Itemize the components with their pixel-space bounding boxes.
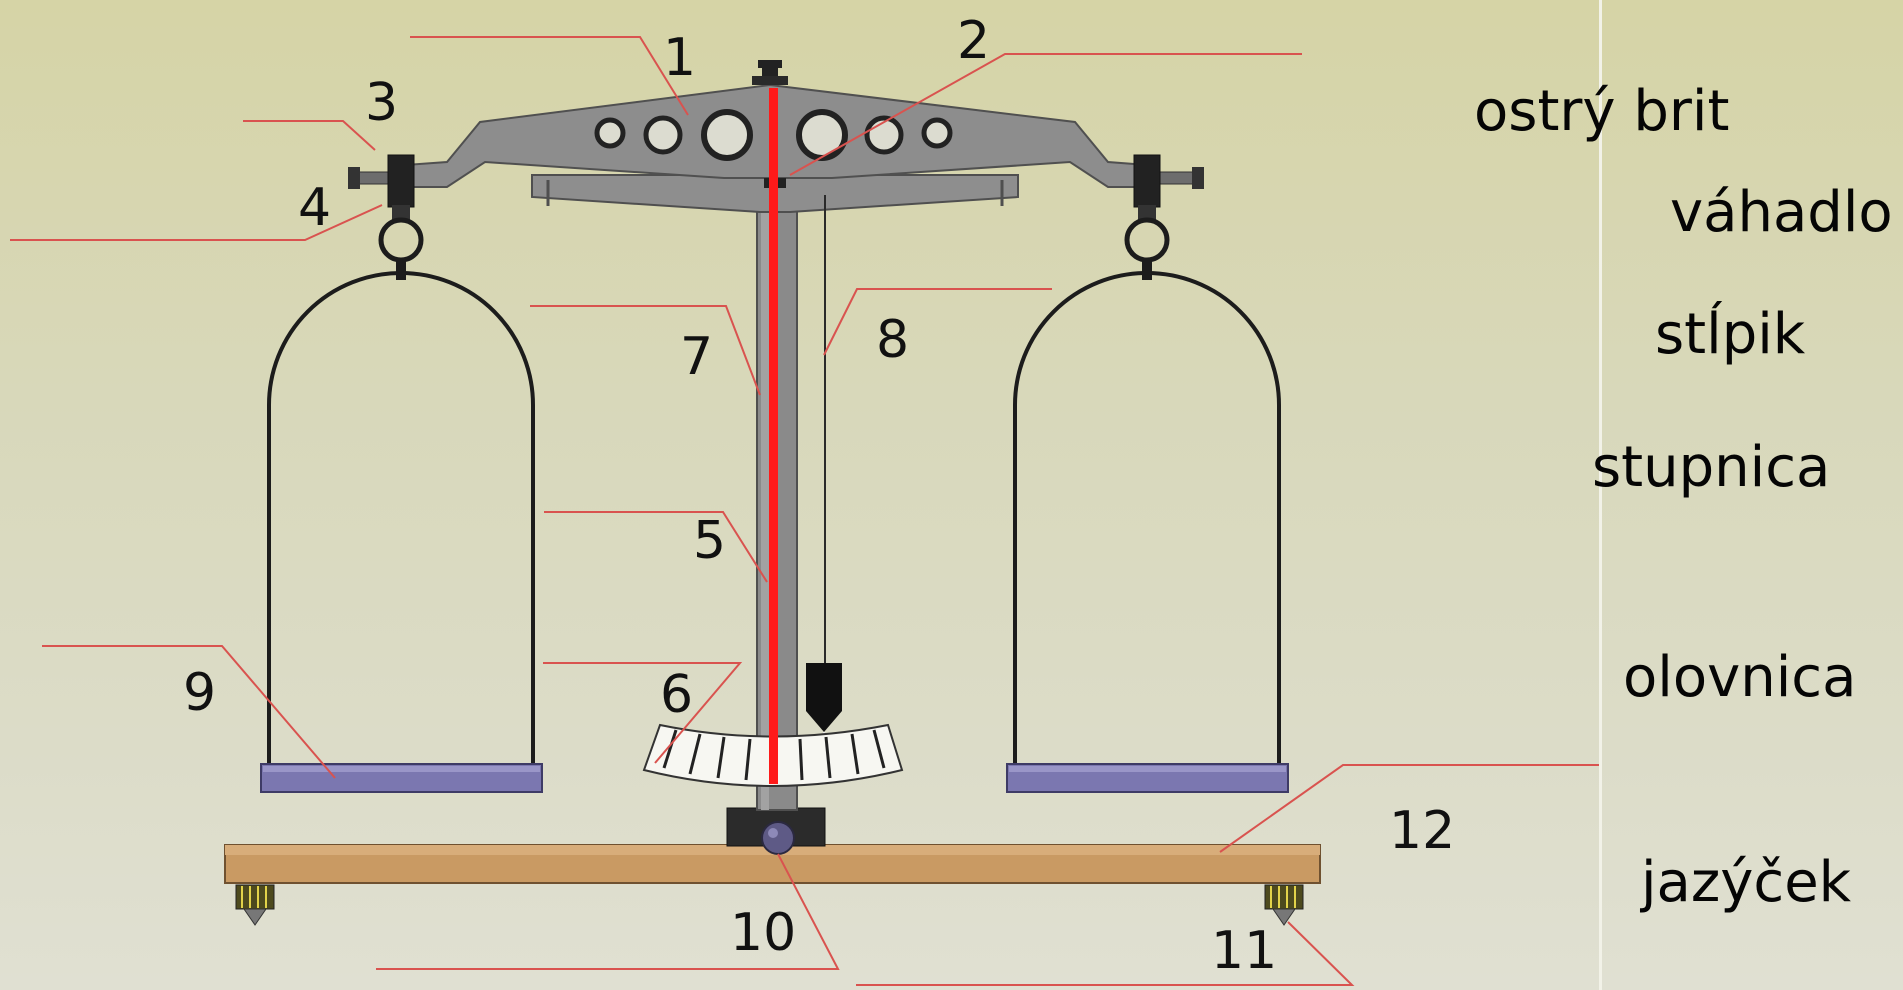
right-pan-hanger	[1013, 271, 1281, 765]
leader-10	[376, 853, 840, 970]
leader-7	[530, 305, 761, 396]
leader-8	[823, 288, 1052, 356]
left-foot-screw	[235, 884, 275, 926]
plumb-bob	[806, 195, 842, 740]
pointer-needle	[769, 88, 778, 784]
callout-number: 5	[693, 511, 726, 571]
leader-lines	[10, 36, 1600, 986]
right-pan	[1006, 763, 1289, 793]
left-pan	[260, 763, 543, 793]
callout-number: 9	[183, 663, 216, 723]
column-base	[726, 807, 826, 855]
term-label: váhadlo	[1670, 180, 1893, 245]
panel-divider	[1599, 0, 1602, 990]
callout-number: 1	[663, 28, 696, 88]
term-label: jazýček	[1641, 850, 1852, 915]
callout-number: 3	[365, 73, 398, 133]
term-label: stupnica	[1592, 435, 1831, 500]
callout-number: 4	[298, 178, 331, 238]
leader-2	[789, 53, 1302, 176]
leader-12	[1219, 764, 1600, 853]
leader-6	[543, 662, 743, 764]
callout-number: 10	[730, 903, 796, 963]
leader-1	[410, 36, 689, 116]
term-label: ostrý brit	[1474, 79, 1730, 144]
left-stirrup	[378, 154, 424, 280]
term-label: olovnica	[1623, 645, 1857, 710]
leader-9	[42, 645, 336, 779]
leader-5	[544, 511, 768, 583]
callout-number: 7	[680, 327, 713, 387]
leader-4	[10, 204, 383, 241]
leader-11	[856, 921, 1355, 986]
callout-number: 6	[660, 665, 693, 725]
callout-number: 2	[957, 11, 990, 71]
right-stirrup	[1124, 154, 1170, 280]
right-foot-screw	[1264, 884, 1304, 926]
callout-number: 8	[876, 310, 909, 370]
callout-number: 12	[1389, 801, 1455, 861]
callout-number: 11	[1211, 921, 1277, 981]
term-label: stĺpik	[1655, 302, 1806, 367]
left-pan-hanger	[267, 271, 535, 765]
leader-3	[243, 120, 376, 151]
